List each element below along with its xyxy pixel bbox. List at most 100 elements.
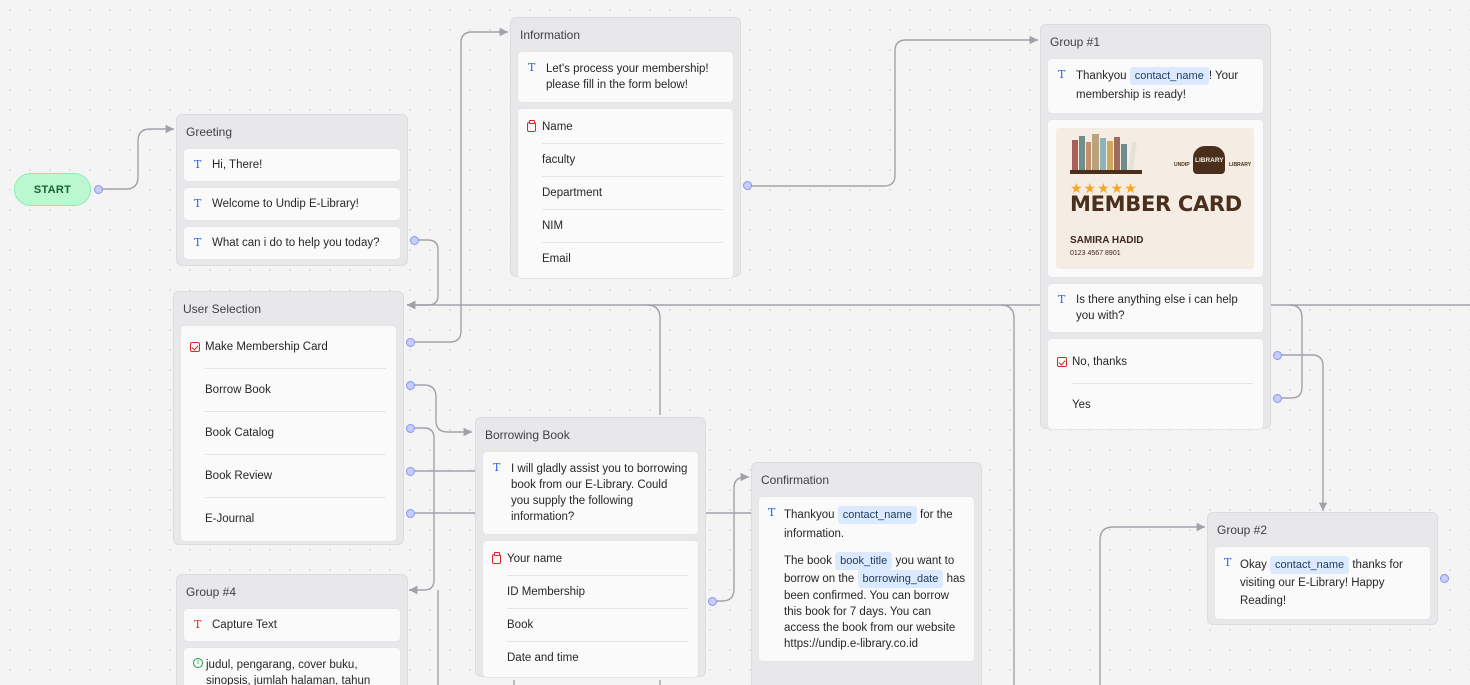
form-field[interactable]: Department [542,177,723,210]
confirmation-group[interactable]: Confirmation T Thankyou contact_name for… [751,462,982,685]
membership-handle[interactable] [406,338,415,347]
card-logo-left: UNDIP [1174,162,1190,168]
start-node[interactable]: START [14,173,91,206]
group2[interactable]: Group #2 T Okay contact_name thanks for … [1207,512,1438,625]
group2-message[interactable]: T Okay contact_name thanks for visiting … [1214,546,1431,620]
message-text: The book [784,555,832,567]
library-logo: LIBRARY [1193,146,1225,174]
capture-text-icon: T [194,618,202,631]
group1-title: Group #1 [1050,35,1101,49]
greeting-title: Greeting [186,125,233,139]
greeting-out-handle[interactable] [410,236,419,245]
info-block[interactable]: i judul, pengarang, cover buku, sinopsis… [183,647,401,685]
greeting-group[interactable]: Greeting T Hi, There! T Welcome to Undip… [176,114,408,266]
form-field[interactable]: ID Membership [507,576,688,609]
form-field[interactable]: NIM [542,210,723,243]
group4[interactable]: Group #4 T Capture Text i judul, pengara… [176,574,408,685]
information-title: Information [520,28,581,42]
field-label: Date and time [507,652,579,664]
form-field[interactable]: Date and time [507,642,688,675]
borrowing-group[interactable]: Borrowing Book T I will gladly assist yo… [475,417,706,678]
ejournal-handle[interactable] [406,509,415,518]
message-text: has been confirmed. You can borrow this … [784,573,966,650]
text-icon: T [768,506,776,519]
choice-yes[interactable]: Yes [1072,384,1253,427]
message-text: I will gladly assist you to borrowing bo… [511,463,688,523]
edge-information-group1 [749,35,1038,187]
group2-title: Group #2 [1217,523,1268,537]
field-label: Email [542,253,571,265]
group1-question[interactable]: T Is there anything else i can help you … [1047,283,1264,333]
information-message[interactable]: T Let's process your membership! please … [517,51,734,103]
member-card-image-block[interactable]: UNDIP LIBRARY LIBRARY ★★★★★ MEMBER CARD … [1047,119,1264,278]
member-card-image: UNDIP LIBRARY LIBRARY ★★★★★ MEMBER CARD … [1056,128,1254,269]
choice-book-catalog[interactable]: Book Catalog [205,412,386,455]
choice-label: Book Catalog [205,427,275,439]
borrow-handle[interactable] [406,381,415,390]
card-number: 0123 4567 8901 [1070,250,1121,257]
form-field[interactable]: faculty [542,144,723,177]
review-handle[interactable] [406,467,415,476]
choice-no-thanks[interactable]: No, thanks [1057,341,1253,384]
greeting-message-1[interactable]: T Hi, There! [183,148,401,182]
field-label: Your name [507,553,563,565]
field-label: Name [542,121,573,133]
edge-greeting-selection [407,239,439,310]
variable-pill[interactable]: contact_name [1129,67,1209,85]
borrowing-message[interactable]: T I will gladly assist you to borrowing … [482,451,699,535]
information-form[interactable]: Name faculty Department NIM Email [517,108,734,279]
variable-pill[interactable]: contact_name [837,506,917,524]
choice-label: Borrow Book [205,384,271,396]
borrowing-form[interactable]: Your name ID Membership Book Date and ti… [482,540,699,678]
choice-label: Book Review [205,470,273,482]
choice-e-journal[interactable]: E-Journal [205,498,386,541]
choice-borrow-book[interactable]: Borrow Book [205,369,386,412]
variable-pill[interactable]: borrowing_date [857,570,944,588]
greeting-message-2[interactable]: T Welcome to Undip E-Library! [183,187,401,221]
group2-out-handle[interactable] [1440,574,1449,583]
catalog-handle[interactable] [406,424,415,433]
form-field[interactable]: Email [542,243,723,276]
user-selection-group[interactable]: User Selection Make Membership Card Borr… [173,291,404,545]
message-text: Capture Text [212,619,277,631]
group1-choices[interactable]: No, thanks Yes [1047,338,1264,430]
bookshelf-icon [1070,134,1142,174]
edge-borrow-borrowing [411,384,472,437]
borrowing-title: Borrowing Book [485,428,570,442]
variable-pill[interactable]: book_title [835,552,893,570]
choice-icon [1057,357,1067,367]
form-field[interactable]: Your name [492,543,688,576]
yes-handle[interactable] [1273,394,1282,403]
information-out-handle[interactable] [743,181,752,190]
confirmation-message[interactable]: T Thankyou contact_name for the informat… [758,496,975,662]
information-group[interactable]: Information T Let's process your members… [510,17,741,279]
borrowing-out-handle[interactable] [708,597,717,606]
choice-icon [190,342,200,352]
user-selection-choices[interactable]: Make Membership Card Borrow Book Book Ca… [180,325,397,542]
choice-book-review[interactable]: Book Review [205,455,386,498]
group1-message[interactable]: T Thankyou contact_name! Your membership… [1047,58,1264,114]
form-field[interactable]: Book [507,609,688,642]
text-icon: T [1224,556,1232,569]
start-handle[interactable] [94,185,103,194]
form-field[interactable]: Name [527,111,723,144]
edge-nothanks-group2 [1279,354,1328,511]
capture-text-block[interactable]: T Capture Text [183,608,401,642]
field-label: ID Membership [507,586,585,598]
text-icon: T [194,158,202,171]
info-icon: i [193,658,203,668]
field-label: Book [507,619,534,631]
edge-conf-down [1000,304,1015,685]
choice-make-membership-card[interactable]: Make Membership Card [190,326,386,369]
no-thanks-handle[interactable] [1273,351,1282,360]
clipboard-icon [492,552,501,564]
group1[interactable]: Group #1 T Thankyou contact_name! Your m… [1040,24,1271,430]
edge-membership-information [411,27,508,343]
choice-label: E-Journal [205,513,255,525]
field-label: faculty [542,154,576,166]
variable-pill[interactable]: contact_name [1270,556,1350,574]
edge-borrowing-confirmation [714,472,749,602]
greeting-message-3[interactable]: T What can i do to help you today? [183,226,401,260]
card-logo-right: LIBRARY [1229,162,1252,168]
